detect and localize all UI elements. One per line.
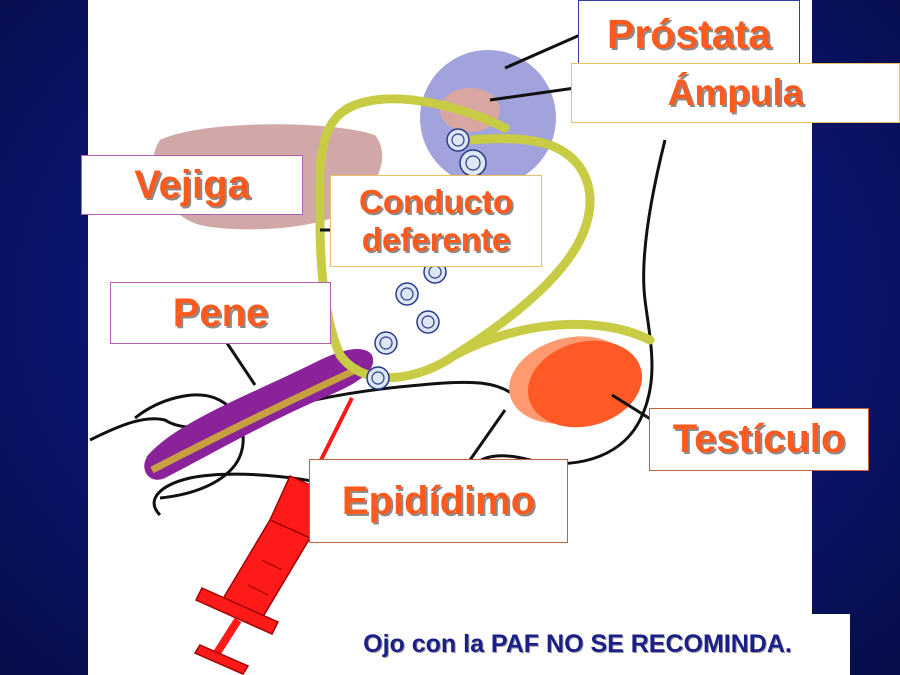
- sperm-cell-icon: [366, 366, 390, 390]
- vas-deferens-tail: [450, 319, 655, 360]
- sperm-cell-icon: [446, 128, 470, 152]
- label-ampula: Ámpula: [571, 63, 900, 123]
- label-prostata: Próstata: [578, 0, 800, 68]
- leader-lines: [223, 33, 653, 461]
- sperm-cell-icon: [374, 331, 398, 355]
- footer-bar: Ojo con la PAF NO SE RECOMINDA.: [305, 614, 850, 675]
- label-testiculo: Testículo: [649, 408, 869, 471]
- label-vejiga: Vejiga: [81, 155, 303, 215]
- sperm-cell-icon: [416, 310, 440, 334]
- footer-warning: Ojo con la PAF NO SE RECOMINDA.: [363, 630, 792, 658]
- sperm-cell-icon: [395, 282, 419, 306]
- label-pene: Pene: [110, 282, 331, 344]
- testis-shape: [527, 340, 643, 428]
- label-epididimo: Epidídimo: [309, 459, 568, 543]
- scrotum-outline: [152, 139, 667, 517]
- label-conducto-deferente: Conducto deferente: [330, 175, 542, 267]
- urethra-line: [150, 364, 362, 474]
- sperm-cell-icon: [459, 149, 487, 177]
